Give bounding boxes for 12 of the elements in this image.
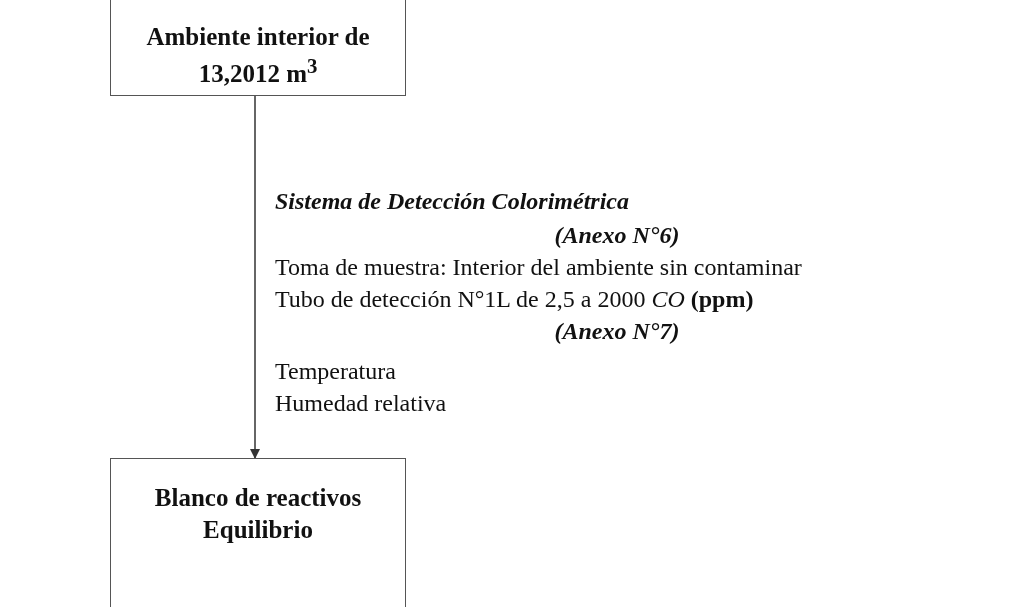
box-label: Ambiente interior de 13,2012 m$^{3}$ bbox=[145, 21, 371, 90]
process-box bbox=[110, 458, 406, 607]
heading-text: Sistema de Detección Colorimétrica bbox=[275, 187, 629, 216]
note-text: Toma de muestra: Interior del ambiente sin contaminar bbox=[275, 253, 802, 282]
annex-reference: (Anexo N°7) bbox=[554, 317, 680, 346]
arrow bbox=[250, 95, 260, 459]
process-box bbox=[110, 0, 406, 96]
note-text: Temperatura bbox=[275, 357, 396, 386]
annex-reference: (Anexo N°6) bbox=[554, 221, 680, 250]
box-label: Blanco de reactivos Equilibrio bbox=[153, 482, 363, 545]
note-text: Humedad relativa bbox=[275, 389, 447, 418]
note-text: Tubo de detección N°1L de 2,5 a 2000 CO (ppm) bbox=[275, 285, 754, 314]
